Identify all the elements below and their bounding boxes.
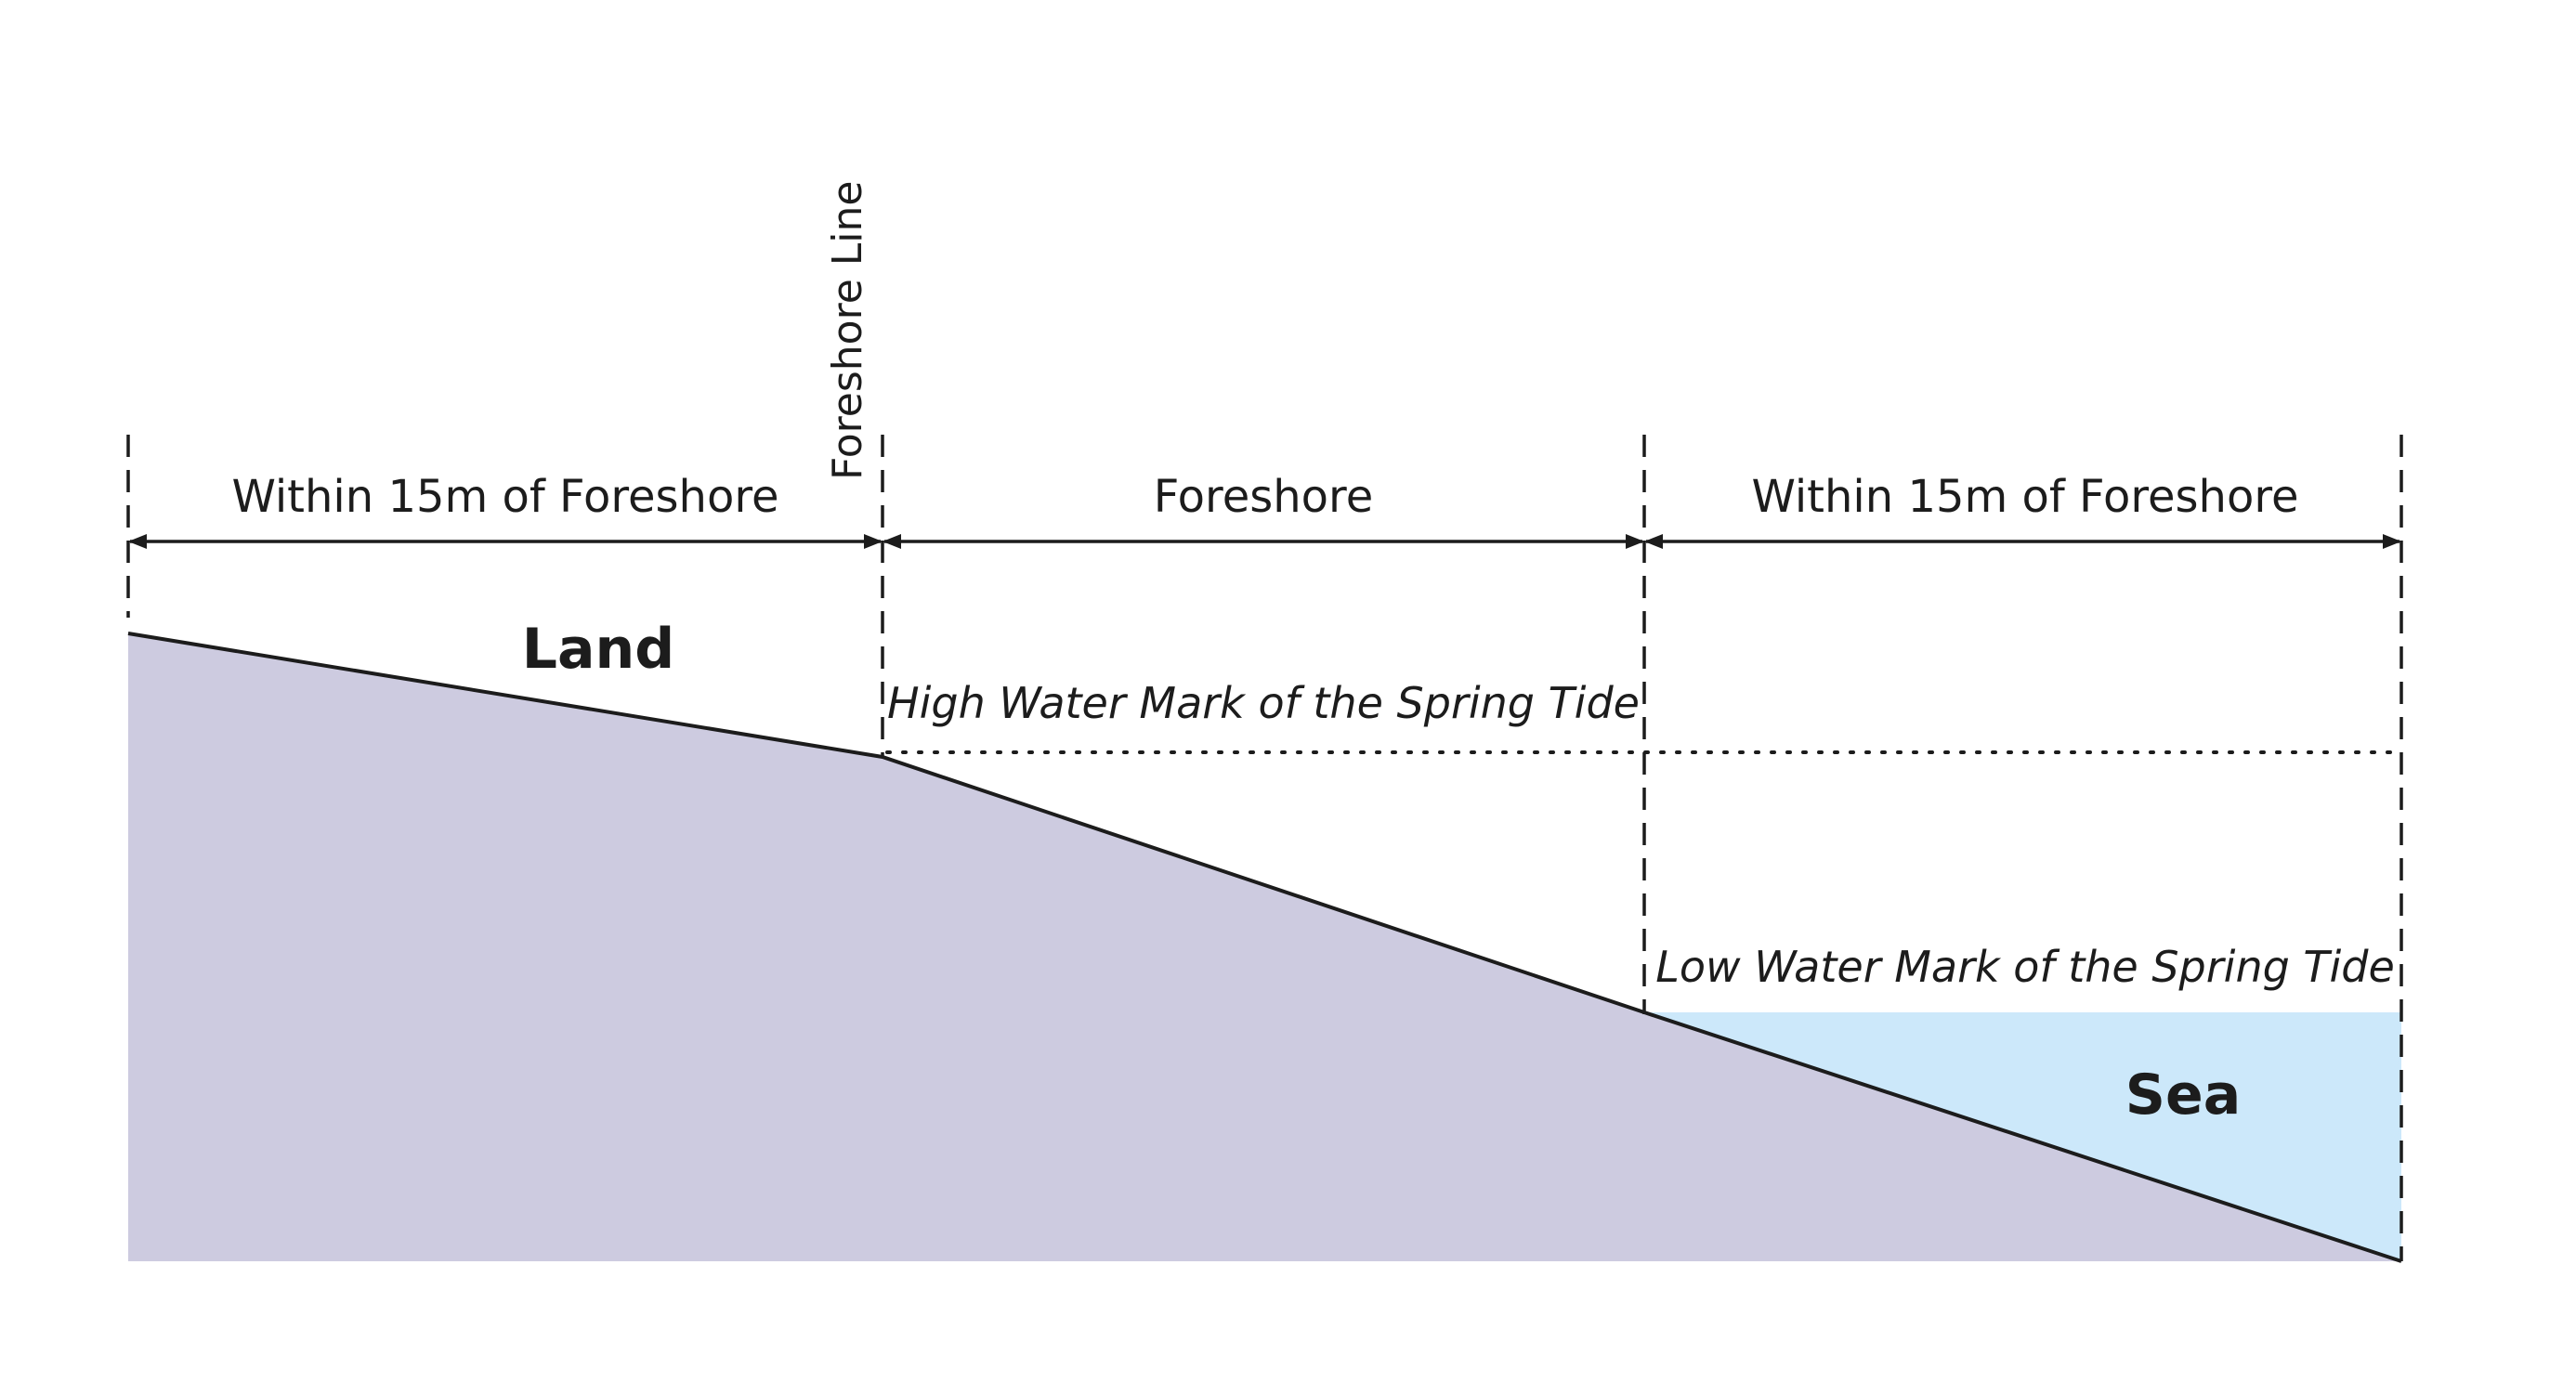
low-water-label: Low Water Mark of the Spring Tide bbox=[1655, 942, 2395, 992]
left-zone-label: Within 15m of Foreshore bbox=[231, 471, 778, 523]
land-region bbox=[128, 633, 2401, 1261]
right-zone-label: Within 15m of Foreshore bbox=[1751, 471, 2298, 523]
foreshore-line-label: Foreshore Line bbox=[824, 181, 871, 480]
high-water-label: High Water Mark of the Spring Tide bbox=[887, 678, 1640, 728]
ground-profile-line bbox=[127, 632, 2402, 1263]
middle-zone-label: Foreshore bbox=[1154, 471, 1373, 523]
sea-label: Sea bbox=[2125, 1063, 2241, 1128]
land-label: Land bbox=[522, 617, 674, 682]
